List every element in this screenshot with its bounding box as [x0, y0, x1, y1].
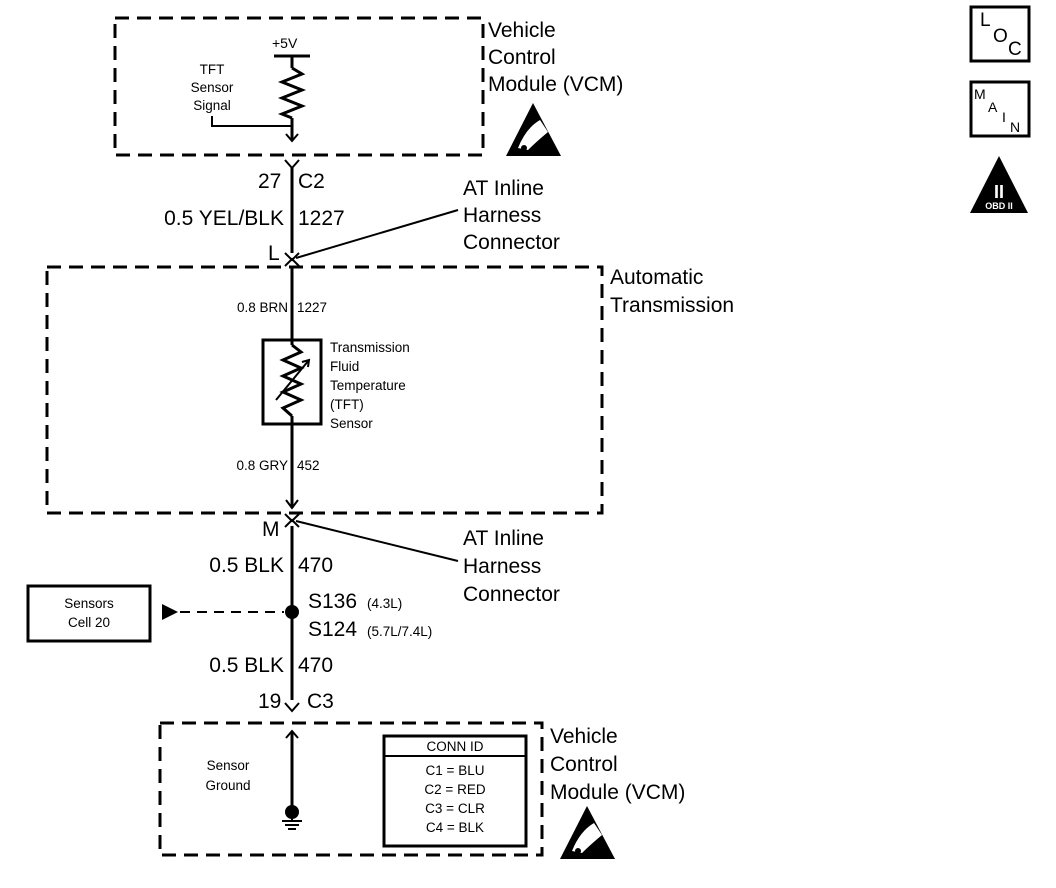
vcm-top-box [113, 16, 485, 157]
vcm-bottom-title-3: Module (VCM) [550, 781, 685, 804]
vcm-bottom-title-2: Control [550, 753, 618, 776]
connector-c2-symbol [284, 159, 300, 170]
splice-s136-note: (4.3L) [367, 596, 402, 611]
sensor-ground-label-1: Sensor [207, 758, 250, 773]
tft-label-4: (TFT) [330, 397, 364, 412]
vcm-top-title-1: Vehicle [488, 19, 556, 42]
c2-name: C2 [298, 170, 325, 193]
splice-s124: S124 [308, 618, 357, 641]
callout-line-top [295, 209, 459, 259]
transmission-box [45, 265, 604, 515]
tft-signal-label-1: TFT [200, 62, 225, 77]
c3-pin: 19 [258, 690, 281, 713]
sensor-ground-label-2: Ground [205, 778, 250, 793]
inline-pin-m: M [262, 518, 280, 541]
conn-id-row: C3 = CLR [425, 801, 485, 816]
wire-1227-top-gauge: 0.5 YEL/BLK [164, 207, 284, 230]
svg-text:L: L [980, 10, 991, 31]
esd-warning-icon-top [506, 103, 561, 156]
inline-top-label-2: Harness [463, 204, 541, 227]
callout-line-bottom [295, 520, 459, 562]
reference-arrow-icon [162, 604, 178, 620]
svg-text:M: M [974, 86, 986, 102]
conn-id-row: C2 = RED [424, 782, 485, 797]
svg-text:I: I [1002, 109, 1006, 125]
pullup-resistor [277, 66, 307, 120]
tft-signal-label-2: Sensor [191, 80, 234, 95]
conn-id-header: CONN ID [427, 739, 484, 754]
sensors-cell-ref-box[interactable] [26, 584, 152, 643]
svg-text:II: II [994, 182, 1004, 202]
wire-gry-circuit: 452 [297, 458, 320, 473]
inline-top-label-1: AT Inline [463, 177, 544, 200]
wire-470-lower-circuit: 470 [298, 654, 333, 677]
tft-label-2: Fluid [330, 359, 359, 374]
conn-id-table: CONN ID C1 = BLU C2 = RED C3 = CLR C4 = … [382, 734, 528, 848]
svg-text:A: A [988, 99, 998, 115]
inline-pin-l: L [268, 242, 280, 265]
wire-1227-top-circuit: 1227 [298, 207, 345, 230]
splice-s124-note: (5.7L/7.4L) [367, 624, 432, 639]
wire-470-upper-gauge: 0.5 BLK [209, 554, 284, 577]
conn-id-row: C1 = BLU [426, 763, 485, 778]
svg-text:O: O [993, 26, 1008, 47]
tft-label-3: Temperature [330, 378, 406, 393]
svg-text:C: C [1008, 39, 1022, 60]
vcm-bottom-box [158, 721, 544, 857]
vcm-bottom-title-1: Vehicle [550, 725, 618, 748]
main-icon[interactable]: M A I N [969, 80, 1031, 138]
supply-label: +5V [272, 35, 298, 51]
splice-s136: S136 [308, 590, 357, 613]
vcm-top-title-2: Control [488, 46, 556, 69]
tft-label-5: Sensor [330, 416, 373, 431]
loc-icon[interactable]: L O C [969, 5, 1031, 63]
tft-label-1: Transmission [330, 340, 410, 355]
wire-470-lower-gauge: 0.5 BLK [209, 654, 284, 677]
ground-icon [282, 812, 302, 830]
vcm-top-title-3: Module (VCM) [488, 73, 623, 96]
inline-top-label-3: Connector [463, 231, 560, 254]
inline-bottom-label-2: Harness [463, 555, 541, 578]
tft-signal-label-3: Signal [193, 98, 231, 113]
sensors-cell-ref-2: Cell 20 [68, 615, 110, 630]
inline-bottom-label-1: AT Inline [463, 527, 544, 550]
wire-gry-gauge: 0.8 GRY [236, 458, 288, 473]
obd-ii-icon[interactable]: II OBD II [970, 156, 1028, 213]
esd-warning-icon-bottom [560, 806, 615, 859]
svg-text:OBD II: OBD II [985, 201, 1013, 211]
wire-brn-circuit: 1227 [297, 300, 327, 315]
transmission-title-1: Automatic [610, 266, 703, 289]
transmission-title-2: Transmission [610, 294, 734, 317]
c2-pin: 27 [258, 170, 281, 193]
svg-text:N: N [1010, 119, 1020, 135]
sensors-cell-ref-1: Sensors [64, 596, 114, 611]
splice-dot [285, 605, 299, 619]
conn-id-row: C4 = BLK [426, 820, 484, 835]
c3-name: C3 [307, 690, 334, 713]
wire-brn-gauge: 0.8 BRN [237, 300, 288, 315]
wire-470-upper-circuit: 470 [298, 554, 333, 577]
inline-bottom-label-3: Connector [463, 583, 560, 606]
